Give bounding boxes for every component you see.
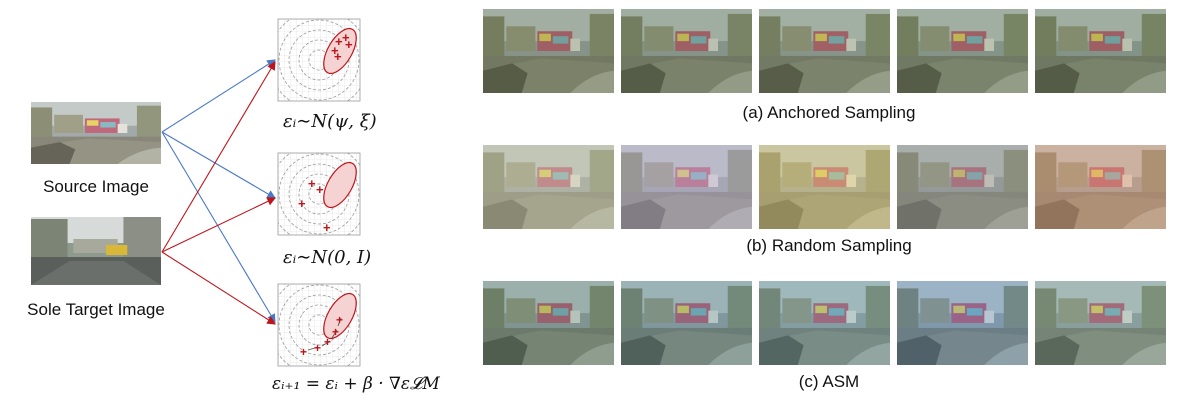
- result-thumbnail-random-5: [1035, 145, 1166, 229]
- sample-marker: +: [324, 335, 331, 349]
- result-thumbnail-anchored-5: [1035, 9, 1166, 93]
- sample-marker: +: [336, 313, 343, 327]
- random-formula: εᵢ∼N(0, I): [283, 247, 371, 268]
- result-thumbnail-anchored-2: [621, 9, 752, 93]
- source-arrow-to-random: [161, 131, 276, 199]
- source-arrows: [161, 59, 276, 323]
- result-thumbnail-anchored-1: [483, 9, 614, 93]
- row-caption-anchored: (a) Anchored Sampling: [743, 103, 916, 122]
- source-image: [31, 102, 161, 164]
- sample-marker: +: [314, 341, 321, 355]
- target-arrow-to-random: [161, 197, 276, 253]
- result-thumbnail-random-2: [621, 145, 752, 229]
- sample-marker: +: [300, 345, 307, 359]
- result-thumbnail-random-4: [897, 145, 1028, 229]
- row-caption-asm: (c) ASM: [799, 372, 859, 391]
- target-image: [31, 217, 161, 285]
- result-grid: [483, 9, 1166, 365]
- anchored-formula: εᵢ∼N(ψ, ξ): [283, 111, 377, 132]
- random-sampling-plot: + + + +: [277, 152, 361, 236]
- row-caption-random: (b) Random Sampling: [746, 236, 911, 255]
- asm-formula: εᵢ₊₁ = εᵢ + β · ∇ε𝓛M: [272, 374, 440, 394]
- source-arrow-to-anchored: [161, 59, 276, 133]
- anchored-sampling-plot: + + + + +: [277, 18, 361, 102]
- result-thumbnail-asm-4: [897, 281, 1028, 365]
- sample-marker: +: [342, 30, 350, 45]
- result-thumbnail-random-1: [483, 145, 614, 229]
- result-thumbnail-asm-3: [759, 281, 890, 365]
- result-thumbnail-asm-5: [1035, 281, 1166, 365]
- result-thumbnail-asm-2: [621, 281, 752, 365]
- target-arrow-to-asm: [161, 251, 276, 325]
- asm-sampling-plot: + + + + +: [277, 283, 361, 367]
- target-arrow-to-anchored: [161, 61, 276, 253]
- sample-marker: +: [323, 220, 331, 235]
- result-thumbnail-random-3: [759, 145, 890, 229]
- result-thumbnail-anchored-3: [759, 9, 890, 93]
- sample-marker: +: [334, 49, 342, 64]
- sample-marker: +: [332, 325, 339, 339]
- sample-marker: +: [316, 182, 324, 197]
- sample-marker: +: [345, 37, 353, 52]
- result-thumbnail-anchored-4: [897, 9, 1028, 93]
- source-image-label: Source Image: [43, 177, 149, 196]
- target-arrows: [161, 61, 276, 325]
- source-arrow-to-asm: [161, 131, 276, 323]
- sample-marker: +: [335, 34, 343, 49]
- sample-marker: +: [308, 176, 316, 191]
- target-image-label: Sole Target Image: [27, 300, 165, 319]
- result-thumbnail-asm-1: [483, 281, 614, 365]
- sample-marker: +: [298, 196, 306, 211]
- sample-marker: +: [331, 43, 339, 58]
